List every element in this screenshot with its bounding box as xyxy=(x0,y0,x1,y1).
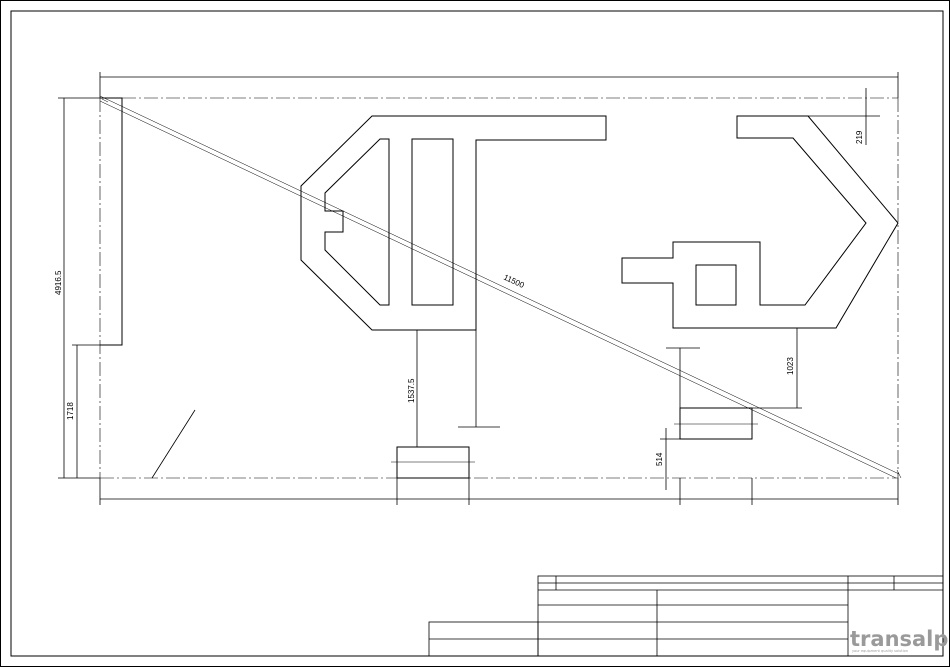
stub-dimension xyxy=(417,330,500,447)
right-rack-shape xyxy=(622,116,898,328)
dim-label-219: 219 xyxy=(855,130,864,144)
sheet-inner-border xyxy=(11,11,943,656)
diagonal-dimension xyxy=(100,96,901,478)
left-bar xyxy=(100,98,122,345)
left-rack-slot xyxy=(412,139,453,305)
right-rack-slot xyxy=(696,265,736,305)
svg-text:your equipment quality solutio: your equipment quality solution xyxy=(852,649,908,653)
center-bottom-block xyxy=(397,447,469,478)
transalp-logo: transalp your equipment quality solution xyxy=(850,627,948,653)
left-dimensions xyxy=(58,98,100,478)
leader-line xyxy=(152,410,195,478)
dim-label-1537-5: 1537.5 xyxy=(407,378,416,403)
left-rack-inner-arrow xyxy=(325,139,389,305)
dim-label-514: 514 xyxy=(655,452,664,466)
dim-label-1023: 1023 xyxy=(786,357,795,375)
dim-label-11500: 11500 xyxy=(502,273,526,291)
plan-outline xyxy=(100,98,898,478)
dim-label-4916-5: 4916.5 xyxy=(54,270,63,295)
right-bottom-block xyxy=(680,408,752,439)
dim-label-1718: 1718 xyxy=(66,402,75,420)
top-dimension-line xyxy=(100,72,898,98)
bottom-dimension-line xyxy=(100,478,898,505)
svg-text:transalp: transalp xyxy=(850,627,948,651)
top-gap-dimension xyxy=(808,88,880,145)
